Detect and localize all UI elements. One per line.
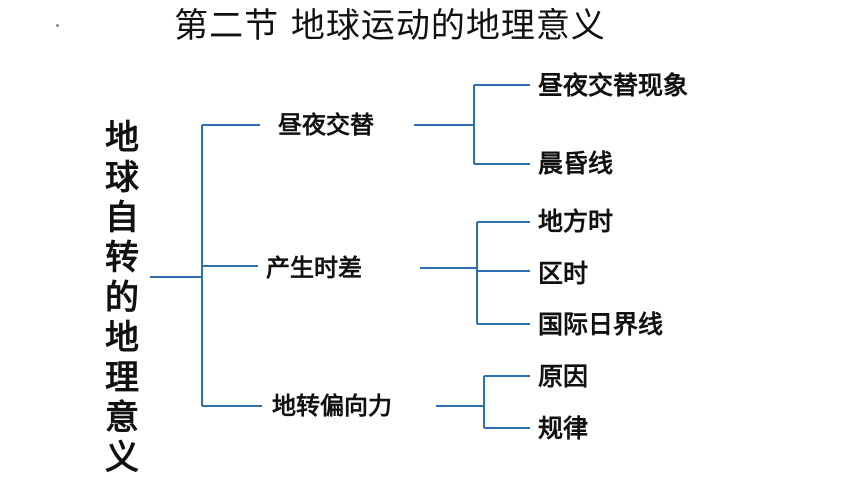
root-char: 地 bbox=[105, 118, 139, 158]
root-char: 理 bbox=[105, 358, 139, 398]
leaf-rule: 规律 bbox=[538, 414, 589, 443]
root-char: 义 bbox=[105, 438, 139, 478]
branch-coriolis: 地转偏向力 bbox=[272, 392, 392, 420]
leaf-cause: 原因 bbox=[538, 362, 589, 391]
leaf-zone-time: 区时 bbox=[538, 259, 589, 288]
leaf-local-time: 地方时 bbox=[538, 207, 614, 236]
branch-time-difference: 产生时差 bbox=[266, 254, 362, 282]
root-char: 球 bbox=[105, 158, 139, 198]
page-title: 第二节 地球运动的地理意义 bbox=[174, 6, 606, 46]
root-char: 转 bbox=[105, 238, 139, 278]
leaf-day-night-phenomenon: 昼夜交替现象 bbox=[538, 71, 689, 100]
root-char: 地 bbox=[105, 318, 139, 358]
branch-day-night: 昼夜交替 bbox=[278, 111, 374, 139]
root-char: 的 bbox=[105, 278, 139, 318]
root-char: 意 bbox=[105, 398, 139, 438]
root-char: 自 bbox=[105, 198, 139, 238]
leaf-terminator: 晨昏线 bbox=[538, 149, 614, 178]
root-topic: 地 球 自 转 的 地 理 意 义 bbox=[100, 118, 144, 478]
leaf-date-line: 国际日界线 bbox=[538, 310, 664, 339]
stray-dot bbox=[56, 24, 59, 27]
